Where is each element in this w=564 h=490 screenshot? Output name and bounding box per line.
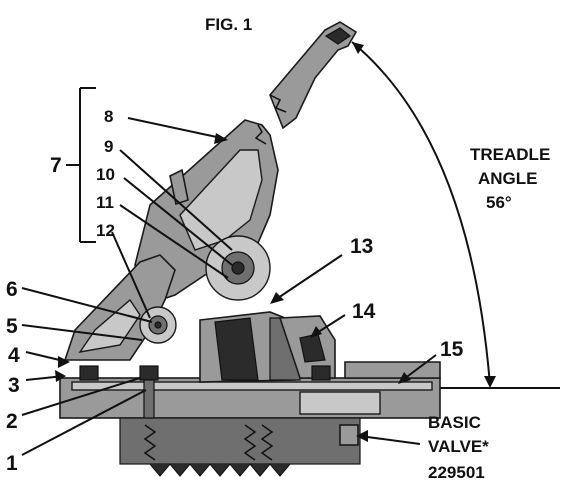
callout-1: 1 xyxy=(6,452,18,475)
callout-12: 12 xyxy=(96,221,115,240)
leader-lines xyxy=(21,117,437,456)
callout-2: 2 xyxy=(6,410,18,433)
figure-title: FIG. 1 xyxy=(205,15,252,34)
treadle-angle-arc xyxy=(351,41,560,389)
treadle-angle-value: 56° xyxy=(486,193,512,212)
basic-valve-part: 229501 xyxy=(428,463,485,482)
callout-9: 9 xyxy=(104,137,113,156)
valve-threads xyxy=(143,424,274,461)
basic-valve-line2: VALVE* xyxy=(428,437,489,456)
valve-body xyxy=(59,311,441,477)
pivot-pin xyxy=(139,306,177,344)
treadle-angle-line2: ANGLE xyxy=(478,169,538,188)
roller xyxy=(205,235,271,301)
callout-6: 6 xyxy=(6,278,18,301)
callout-14: 14 xyxy=(352,300,376,323)
callout-11: 11 xyxy=(96,193,114,212)
callout-4: 4 xyxy=(8,344,20,367)
callout-7: 7 xyxy=(50,154,62,177)
callout-10: 10 xyxy=(96,165,115,184)
callout-13: 13 xyxy=(350,235,373,258)
callout-3: 3 xyxy=(8,374,20,397)
callout-15: 15 xyxy=(440,338,464,361)
basic-valve-line1: BASIC xyxy=(428,413,481,432)
group-bracket xyxy=(66,87,96,243)
callout-5: 5 xyxy=(6,315,18,338)
treadle-angle-line1: TREADLE xyxy=(470,145,550,164)
callout-8: 8 xyxy=(104,107,113,126)
treadle-upper-fragment xyxy=(269,21,358,130)
